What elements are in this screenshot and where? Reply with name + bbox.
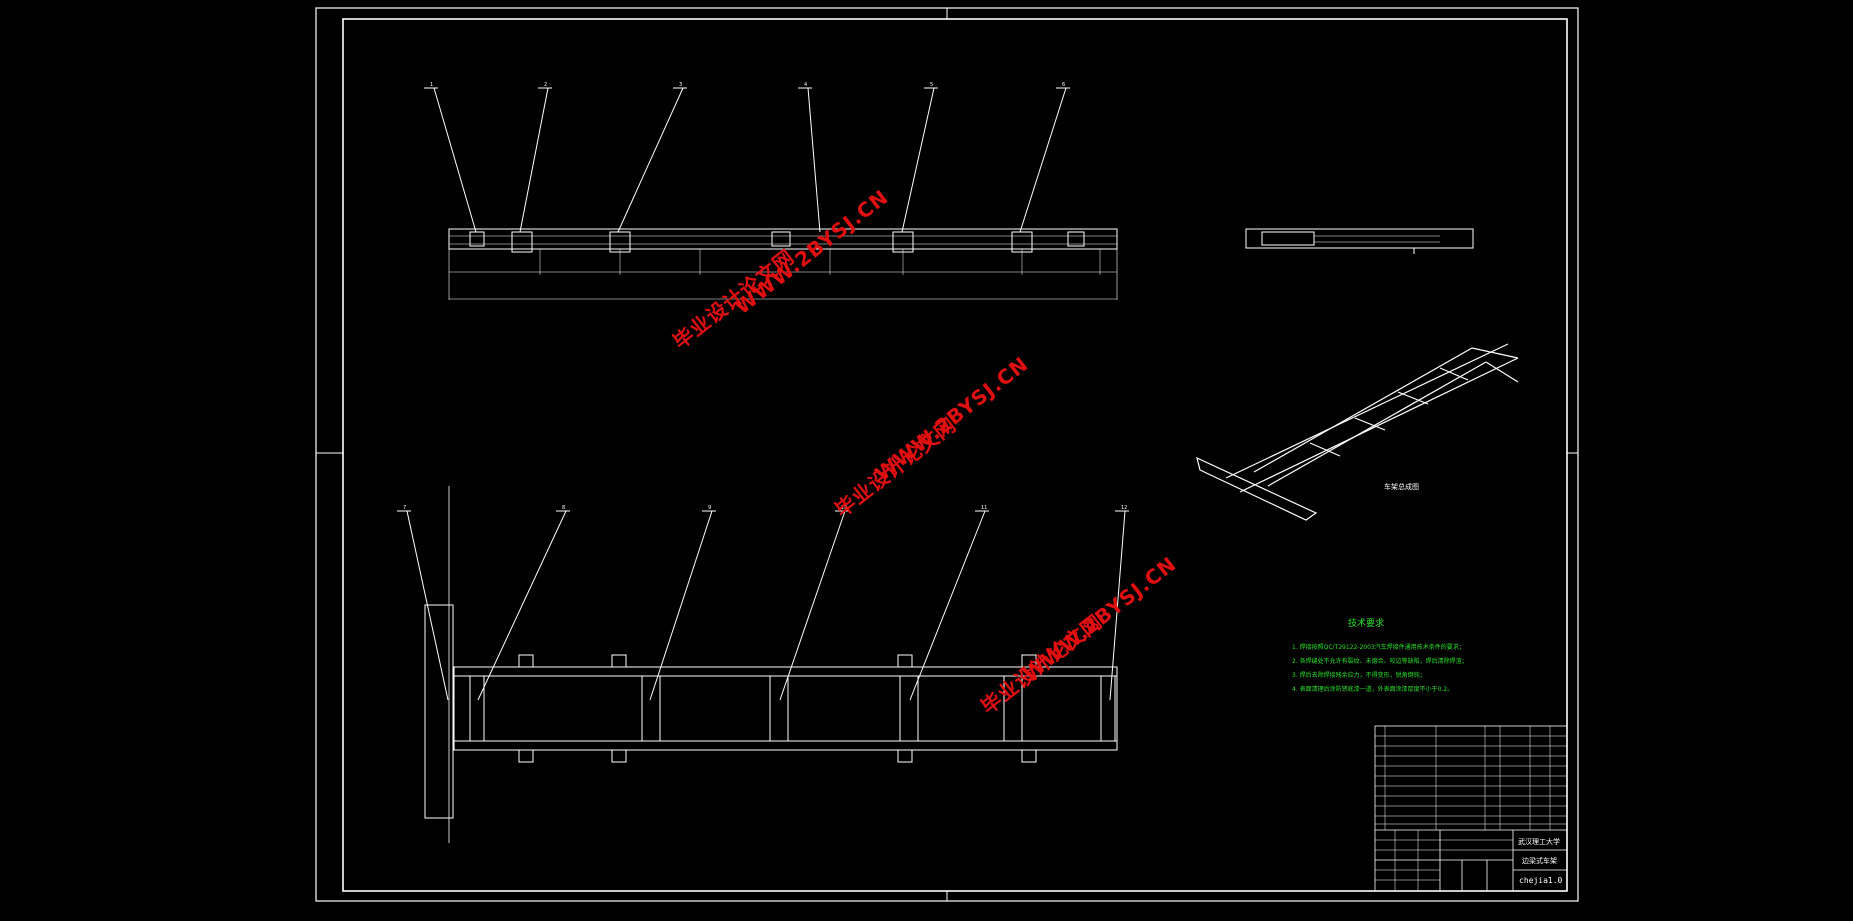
watermark-url: WWW.2BYSJ.CN [870, 352, 1033, 486]
balloons-bottom: 7 8 9 10 11 12 [397, 505, 1129, 512]
inner-frame [342, 18, 1568, 892]
balloons-top: 1 2 3 4 5 6 [424, 82, 1070, 89]
balloon-number: 12 [1121, 505, 1127, 511]
watermark-url: WWW.2BYSJ.CN [1018, 552, 1181, 686]
balloon-number: 1 [430, 82, 433, 88]
balloon-number: 10 [841, 505, 847, 511]
balloon-number: 5 [930, 82, 933, 88]
title-block [1374, 725, 1568, 892]
technical-requirements: 技术要求 1. 焊接按照QC/T29122-2003汽车焊接件通用技术条件的要求… [1292, 617, 1468, 693]
plan-view [424, 486, 1118, 843]
drawing-number: chejia1.0 [1519, 876, 1563, 885]
leaders-bottom [406, 510, 1126, 701]
drawing-name: 边梁式车架 [1522, 856, 1557, 865]
tech-req-item: 1. 焊接按照QC/T29122-2003汽车焊接件通用技术条件的要求； [1292, 643, 1465, 651]
balloon-number: 9 [708, 505, 711, 511]
balloon-number: 11 [981, 505, 987, 511]
balloon-number: 6 [1062, 82, 1065, 88]
balloon-number: 3 [679, 82, 682, 88]
balloon-number: 8 [562, 505, 565, 511]
watermarks: 毕业设计论文网 WWW.2BYSJ.CN 毕业设计论文网 WWW.2BYSJ.C… [668, 185, 1181, 719]
tech-req-item: 2. 各焊缝处不允许有裂纹、未熔合、咬边等缺陷，焊后清除焊渣； [1292, 657, 1468, 665]
tech-req-item: 4. 表面清理后涂防锈底漆一道，外表面涂漆厚度不小于0.2。 [1292, 685, 1453, 693]
front-view [448, 228, 1118, 300]
iso-view-label: 车架总成图 [1384, 482, 1419, 491]
school-name: 武汉理工大学 [1518, 837, 1560, 846]
isometric-view [1196, 343, 1519, 521]
balloon-number: 7 [403, 505, 406, 511]
leaders-top [433, 87, 1067, 233]
centering-marks [316, 8, 1578, 901]
outer-border [315, 7, 1579, 902]
balloon-number: 2 [544, 82, 547, 88]
tech-req-title: 技术要求 [1348, 617, 1384, 629]
tech-req-item: 3. 焊后去除焊接残余应力，不得变形，锐角倒钝； [1292, 671, 1426, 679]
balloon-number: 4 [804, 82, 807, 88]
side-section-view [1245, 228, 1474, 254]
